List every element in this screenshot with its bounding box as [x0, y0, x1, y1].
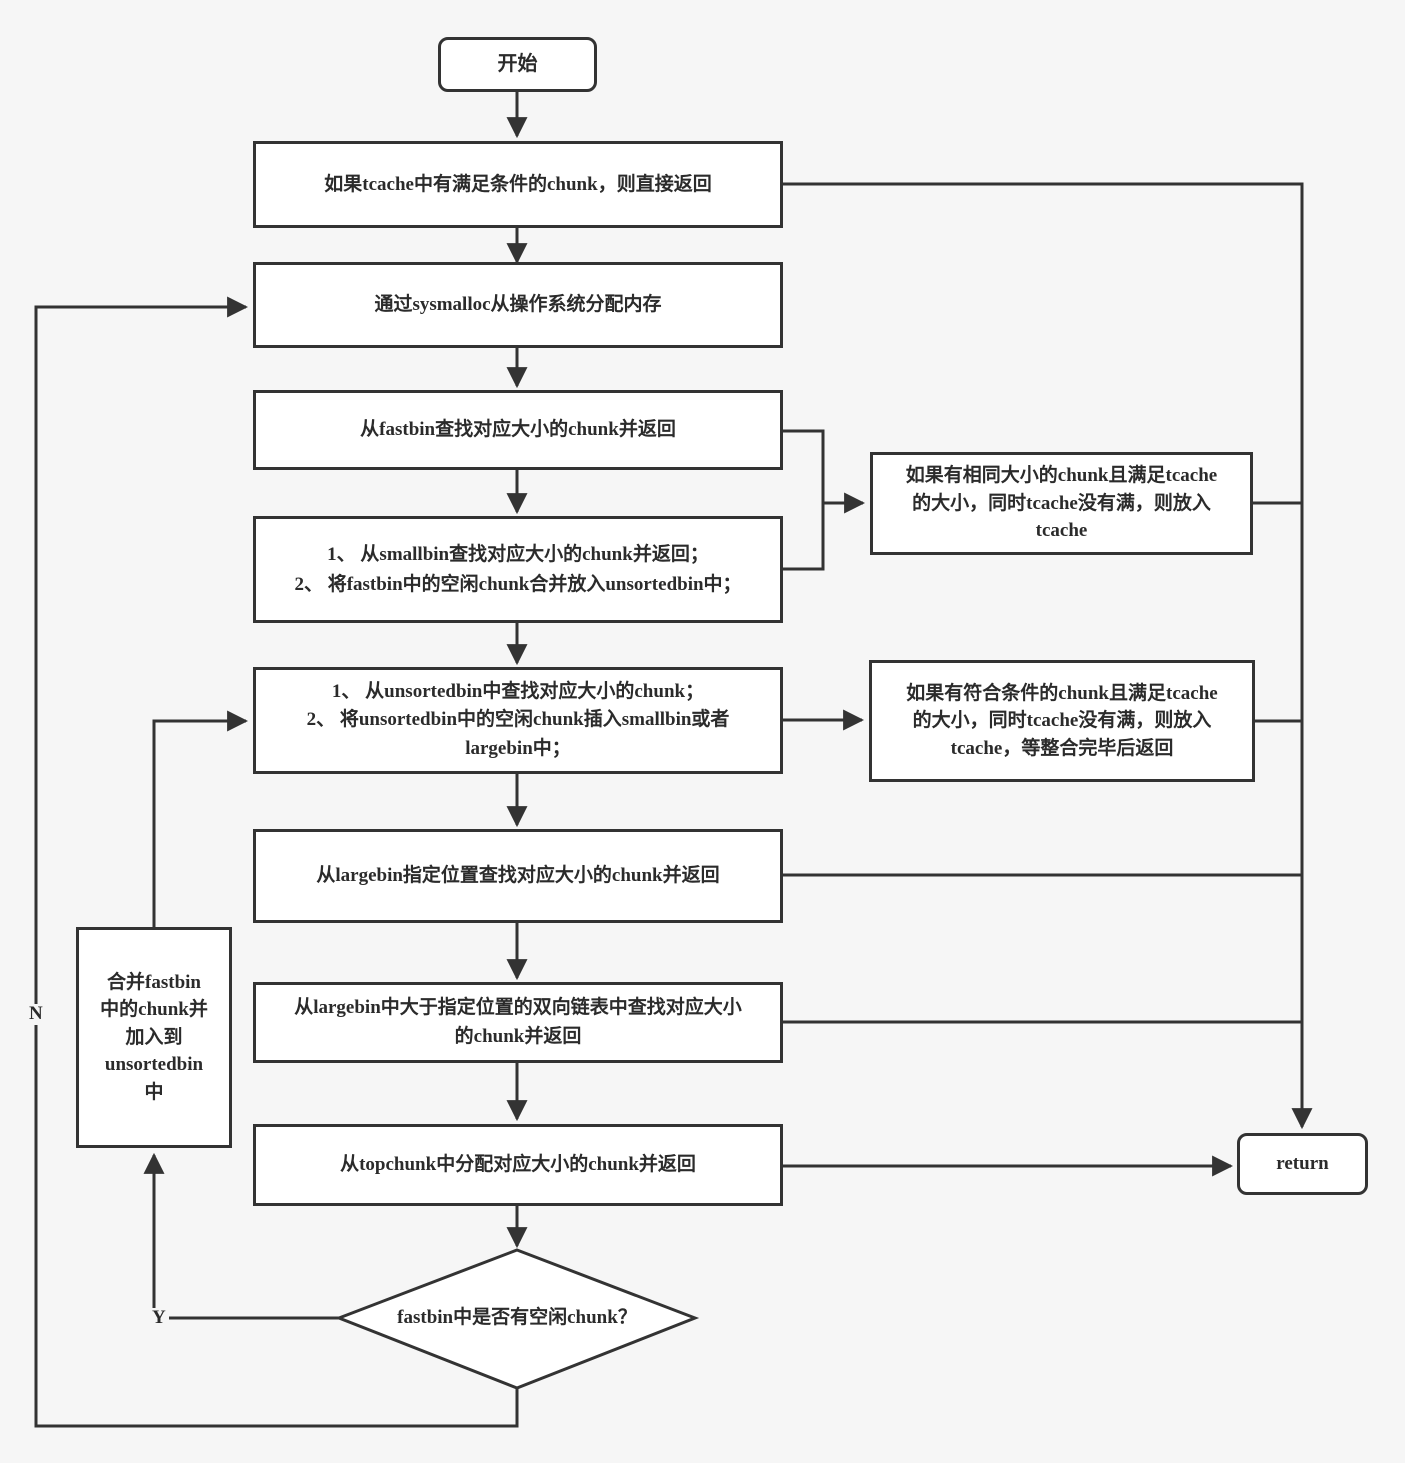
- node-fastbin-label: 从fastbin查找对应大小的chunk并返回: [360, 419, 676, 441]
- node-tcache-check: 如果tcache中有满足条件的chunk，则直接返回: [253, 141, 783, 228]
- node-return-label: return: [1276, 1153, 1329, 1175]
- node-merge-fastbin-line: 合并fastbin: [107, 971, 201, 993]
- node-largebin-linkedlist: 从largebin中大于指定位置的双向链表中查找对应大小 的chunk并返回: [253, 982, 783, 1063]
- node-sysmalloc: 通过sysmalloc从操作系统分配内存: [253, 262, 783, 348]
- node-merge-fastbin-line: 加入到: [125, 1026, 183, 1048]
- node-tcache-check-label: 如果tcache中有满足条件的chunk，则直接返回: [324, 173, 712, 195]
- node-merge-fastbin-line: unsortedbin: [104, 1054, 204, 1076]
- node-largebin-position-label: 从largebin指定位置查找对应大小的chunk并返回: [316, 865, 720, 887]
- node-largebin-position: 从largebin指定位置查找对应大小的chunk并返回: [253, 829, 783, 923]
- node-unsortedbin-line: largebin中；: [465, 737, 571, 759]
- node-start: 开始: [438, 37, 597, 92]
- node-unsortedbin-line: 2、 将unsortedbin中的空闲chunk插入smallbin或者: [306, 709, 730, 731]
- branch-label-n: N: [26, 1003, 46, 1025]
- node-unsortedbin-line: 1、 从unsortedbin中查找对应大小的chunk；: [331, 680, 705, 702]
- node-tcache-put-match-line: 如果有符合条件的chunk且满足tcache: [906, 682, 1218, 704]
- node-largebin-linkedlist-line: 的chunk并返回: [454, 1025, 582, 1047]
- connector-tcache-to-return-rail: [783, 182, 1313, 1130]
- decision-fastbin-free-label: fastbin中是否有空闲chunk？: [397, 1307, 637, 1329]
- node-sysmalloc-label: 通过sysmalloc从操作系统分配内存: [374, 294, 662, 316]
- node-largebin-linkedlist-line: 从largebin中大于指定位置的双向链表中查找对应大小: [294, 997, 742, 1018]
- node-tcache-put-same-line: tcache: [1035, 520, 1088, 542]
- node-smallbin: 1、 从smallbin查找对应大小的chunk并返回； 2、 将fastbin…: [253, 516, 783, 623]
- node-topchunk: 从topchunk中分配对应大小的chunk并返回: [253, 1124, 783, 1206]
- node-topchunk-label: 从topchunk中分配对应大小的chunk并返回: [340, 1154, 696, 1176]
- branch-label-y: Y: [149, 1307, 169, 1329]
- node-fastbin: 从fastbin查找对应大小的chunk并返回: [253, 390, 783, 470]
- node-tcache-put-same-line: 的大小，同时tcache没有满，则放入: [912, 492, 1211, 514]
- node-merge-fastbin-line: 中: [144, 1081, 164, 1103]
- node-tcache-put-same-line: 如果有相同大小的chunk且满足tcache: [905, 465, 1218, 487]
- node-tcache-put-same: 如果有相同大小的chunk且满足tcache 的大小，同时tcache没有满，则…: [870, 452, 1253, 555]
- node-tcache-put-match-line: 的大小，同时tcache没有满，则放入: [912, 710, 1212, 732]
- node-unsortedbin: 1、 从unsortedbin中查找对应大小的chunk； 2、 将unsort…: [253, 667, 783, 774]
- node-merge-fastbin: 合并fastbin 中的chunk并 加入到 unsortedbin 中: [76, 927, 232, 1148]
- node-tcache-put-match-line: tcache，等整合完毕后返回: [950, 737, 1174, 759]
- node-smallbin-line: 2、 将fastbin中的空闲chunk合并放入unsortedbin中；: [294, 573, 742, 595]
- node-merge-fastbin-line: 中的chunk并: [100, 999, 208, 1021]
- node-return: return: [1237, 1133, 1368, 1195]
- connector-merge-to-unsortedbin: [152, 710, 249, 927]
- node-smallbin-line: 1、 从smallbin查找对应大小的chunk并返回；: [327, 544, 709, 566]
- node-start-label: 开始: [497, 53, 538, 75]
- node-tcache-put-match: 如果有符合条件的chunk且满足tcache 的大小，同时tcache没有满，则…: [869, 660, 1255, 782]
- connector-fastbin-smallbin-bracket: [783, 429, 825, 571]
- decision-fastbin-free: fastbin中是否有空闲chunk？: [349, 1258, 685, 1378]
